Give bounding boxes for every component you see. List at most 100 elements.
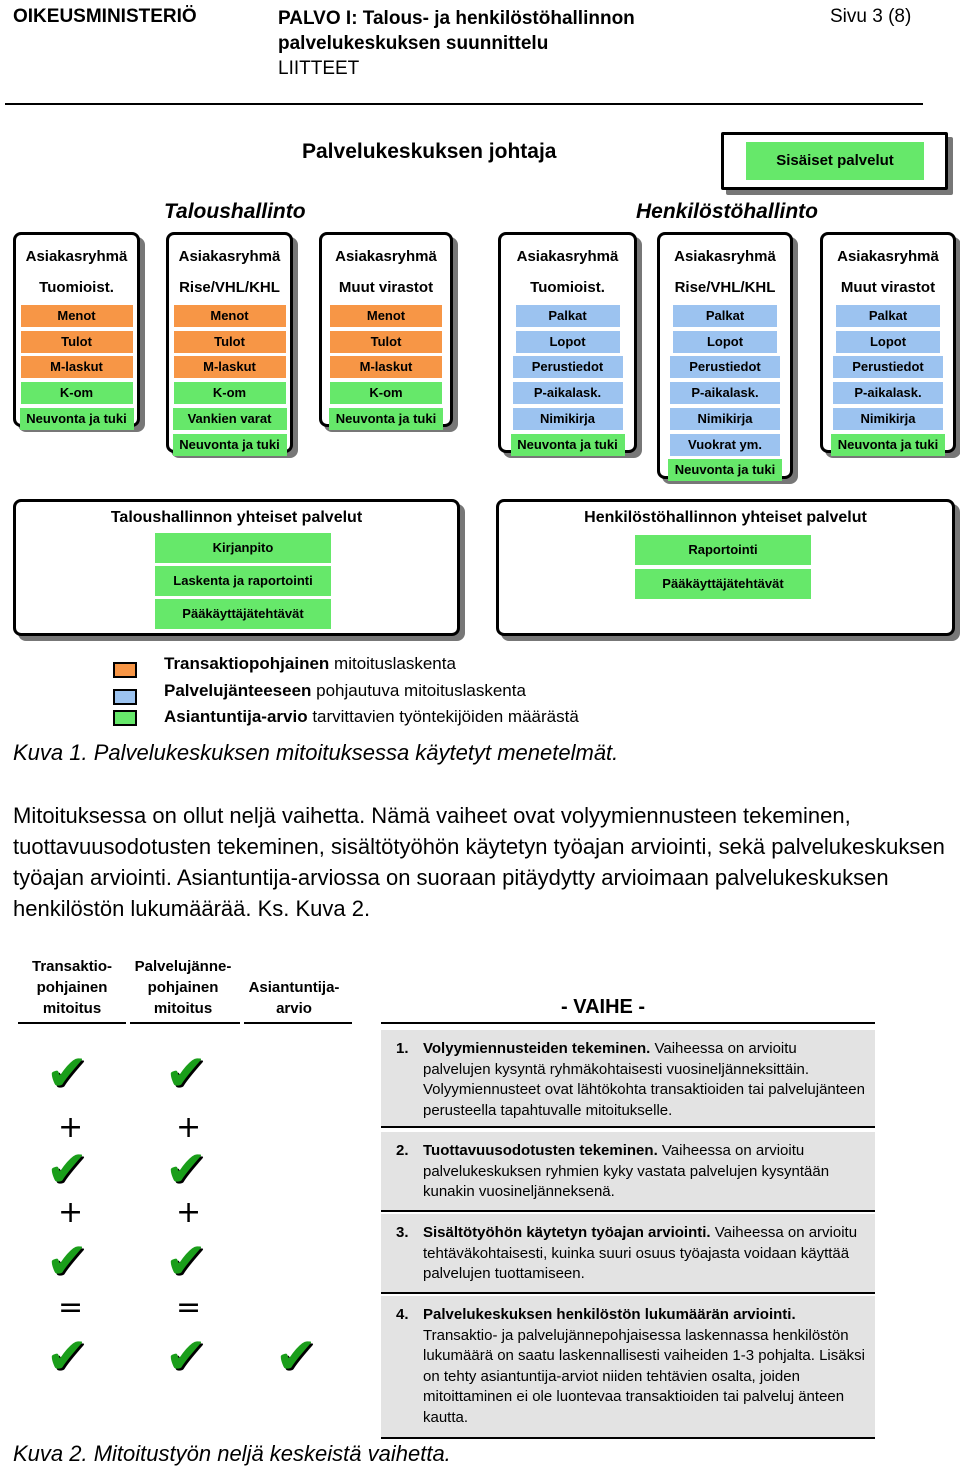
phase-step-text: Volyymiennusteiden tekeminen. Vaiheessa … — [423, 1039, 867, 1121]
page-number: Sivu 3 (8) — [830, 6, 912, 27]
service-item: Menot — [330, 305, 442, 327]
shared-finance-item: Pääkäyttäjätehtävät — [155, 599, 331, 629]
phase-step-number: 1. — [396, 1040, 409, 1057]
legend-item: Transaktiopohjainen mitoituslaskenta — [164, 654, 456, 674]
customer-group-title: Asiakasryhmä — [516, 248, 619, 265]
service-item: Perustiedot — [512, 356, 623, 379]
legend-rest: tarvittavien työntekijöiden määrästä — [307, 707, 579, 726]
title-line-1: PALVO I: Talous- ja henkilöstöhallinnon — [278, 8, 635, 29]
internal-services-label: Sisäiset palvelut — [746, 142, 924, 180]
service-item: Menot — [20, 305, 133, 327]
column-underline — [130, 1022, 240, 1024]
service-item: Palkat — [515, 305, 620, 327]
check-icon: ✔ — [165, 1044, 207, 1102]
phase-step-number: 2. — [396, 1142, 409, 1159]
check-icon: ✔ — [46, 1232, 88, 1290]
phase-heading: - VAIHE - — [561, 996, 646, 1018]
service-item: Vuokrat ym. — [670, 433, 780, 456]
phase-step-title: Sisältötyöhön käytetyn työajan arviointi… — [423, 1224, 711, 1241]
header-line: mitoitus — [153, 1000, 213, 1017]
service-item: Neuvonta ja tuki — [172, 433, 287, 456]
plus-sign: + — [176, 1110, 202, 1145]
legend-item: Asiantuntija-arvio tarvittavien työnteki… — [164, 707, 579, 727]
phase-step-description: Vaiheessa on arvioitu palvelukeskuksen r… — [423, 1142, 830, 1200]
customer-group-subtitle: Tuomioist. — [39, 279, 114, 296]
service-item: Vankien varat — [172, 407, 287, 430]
service-item: K-om — [173, 382, 286, 405]
customer-group-subtitle: Rise/VHL/KHL — [179, 279, 280, 296]
shared-hr-item: Pääkäyttäjätehtävät — [635, 569, 811, 599]
header-line: Asiantuntija- — [248, 979, 340, 996]
phase-step: 2. Tuottavuusodotusten tekeminen. Vaihees… — [381, 1132, 875, 1212]
header-line: mitoitus — [42, 1000, 102, 1017]
title-line-2: palvelukeskuksen suunnittelu — [278, 33, 549, 54]
phase-step: 1. Volyymiennusteiden tekeminen. Vaiheess… — [381, 1030, 875, 1128]
service-item: Neuvonta ja tuki — [831, 433, 945, 456]
phase-step-description: Vaiheessa on arvioitu tehtäväkohtaisesti… — [423, 1224, 858, 1282]
service-item: Neuvonta ja tuki — [668, 459, 782, 482]
service-item: Neuvonta ja tuki — [329, 407, 443, 430]
service-item: Tulot — [20, 330, 133, 353]
service-item: P-aikalask. — [670, 382, 780, 405]
service-item: Lopot — [836, 330, 940, 353]
internal-services-box: Sisäiset palvelut — [721, 132, 948, 190]
service-item: Menot — [173, 305, 286, 327]
check-icon: ✔ — [275, 1327, 317, 1385]
phase-step-text: Tuottavuusodotusten tekeminen. Vaiheessa… — [423, 1141, 867, 1203]
service-item: Lopot — [515, 330, 620, 353]
shared-hr-item: Raportointi — [635, 535, 811, 565]
body-paragraph: Mitoituksessa on ollut neljä vaihetta. N… — [13, 803, 945, 921]
document-title: PALVO I: Talous- ja henkilöstöhallinnon … — [278, 6, 635, 81]
column-underline — [18, 1022, 126, 1024]
header-line: Transaktio- — [31, 958, 113, 975]
service-item: Palkat — [836, 305, 940, 327]
check-icon: ✔ — [46, 1044, 88, 1102]
service-item: Nimikirja — [833, 407, 943, 430]
customer-group-title: Asiakasryhmä — [674, 248, 776, 265]
legend-swatch-green — [113, 710, 137, 726]
column-header-service-span: Palvelujänne- pohjainen mitoitus — [126, 956, 240, 1019]
title-line-3: LIITTEET — [278, 58, 360, 79]
equals-sign: = — [58, 1290, 84, 1325]
section-finance: Taloushallinto — [164, 200, 306, 223]
plus-sign: + — [58, 1195, 84, 1230]
shared-finance-title: Taloushallinnon yhteiset palvelut — [110, 509, 363, 526]
phase-step-description: Transaktio- ja palvelujännepohjaisessa l… — [423, 1326, 865, 1426]
shared-hr-title: Henkilöstöhallinnon yhteiset palvelut — [584, 509, 867, 526]
service-item: K-om — [20, 382, 133, 405]
phase-step-number: 3. — [396, 1224, 409, 1241]
service-item: M-laskut — [20, 356, 133, 379]
shared-hr-box: Henkilöstöhallinnon yhteiset palvelut Ra… — [496, 499, 955, 636]
service-item: M-laskut — [173, 356, 286, 379]
customer-group-subtitle: Rise/VHL/KHL — [674, 279, 776, 296]
customer-group-title: Asiakasryhmä — [335, 248, 437, 265]
org-top-title: Palvelukeskuksen johtaja — [302, 140, 557, 163]
customer-group-title: Asiakasryhmä — [178, 248, 281, 265]
check-icon: ✔ — [165, 1327, 207, 1385]
service-item: Neuvonta ja tuki — [510, 433, 625, 456]
service-item: P-aikalask. — [512, 382, 623, 405]
service-item: Lopot — [673, 330, 777, 353]
legend-rest: mitoituslaskenta — [329, 654, 456, 673]
customer-group-subtitle: Tuomioist. — [530, 279, 605, 296]
legend-swatch-orange — [113, 662, 137, 678]
header-divider — [5, 103, 923, 105]
phase-step-text: Sisältötyöhön käytetyn työajan arviointi… — [423, 1223, 867, 1285]
phase-step-title: Tuottavuusodotusten tekeminen. — [423, 1142, 658, 1159]
equals-sign: = — [176, 1290, 202, 1325]
legend-bold: Palvelujänteeseen — [164, 681, 312, 700]
phase-step-title: Volyymiennusteiden tekeminen. — [423, 1040, 651, 1057]
column-underline — [244, 1022, 352, 1024]
customer-group-title: Asiakasryhmä — [837, 248, 939, 265]
service-item: Nimikirja — [512, 407, 623, 430]
customer-group-subtitle: Muut virastot — [338, 279, 434, 296]
customer-group-subtitle: Muut virastot — [840, 279, 936, 296]
caption-figure-1: Kuva 1. Palvelukeskuksen mitoituksessa k… — [13, 740, 619, 765]
phase-step-description: Vaiheessa on arvioitu palvelujen kysyntä… — [423, 1040, 865, 1119]
check-icon: ✔ — [46, 1140, 88, 1198]
phase-step-number: 4. — [396, 1306, 409, 1323]
service-item: Palkat — [673, 305, 777, 327]
legend-swatch-blue — [113, 689, 137, 705]
service-item: Perustiedot — [833, 356, 943, 379]
